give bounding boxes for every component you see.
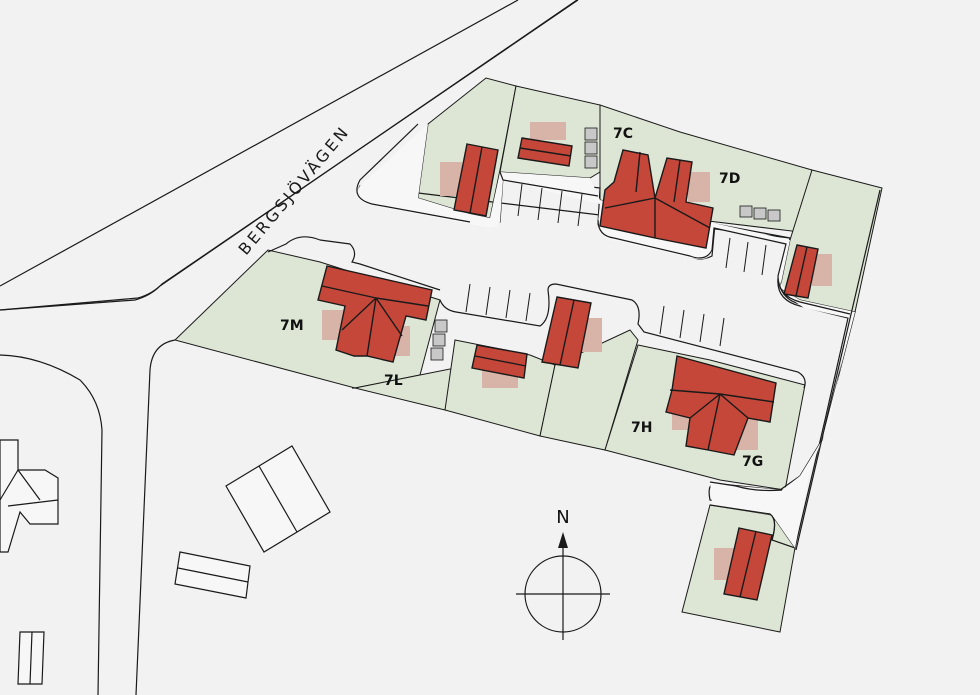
house-top-right [783,244,819,299]
building-long-low [174,551,251,599]
lot-label-7h: 7H [631,420,652,436]
house-7h-7g [665,355,777,456]
lot-label-7l: 7L [384,373,403,389]
lot-label-7g: 7G [742,454,763,470]
lot-label-7m: 7M [280,318,304,334]
building-twin-block [225,445,331,553]
house-top-left [453,143,499,217]
left-road-edge [0,339,176,695]
house-mid-small [471,344,528,379]
north-label: N [556,507,569,528]
road-edge-lines [0,0,579,311]
building-bottom-left [17,631,45,685]
lot-label-7d: 7D [719,171,740,187]
north-arrow-icon [558,532,568,548]
bin-rows [430,127,781,361]
house-bottom [723,527,773,601]
house-mid-tall [541,296,592,369]
building-left-cluster [0,439,59,553]
existing-buildings [0,439,331,685]
lot-label-7c: 7C [613,126,633,142]
parcel-mid-b [539,329,639,451]
house-7m [317,265,433,363]
main-access-road [356,124,855,548]
road-boundaries [267,123,881,551]
house-7d [599,149,714,249]
house-7c [517,137,573,167]
houses [317,137,819,601]
compass-rose [516,532,610,640]
parking-stalls [465,183,767,347]
